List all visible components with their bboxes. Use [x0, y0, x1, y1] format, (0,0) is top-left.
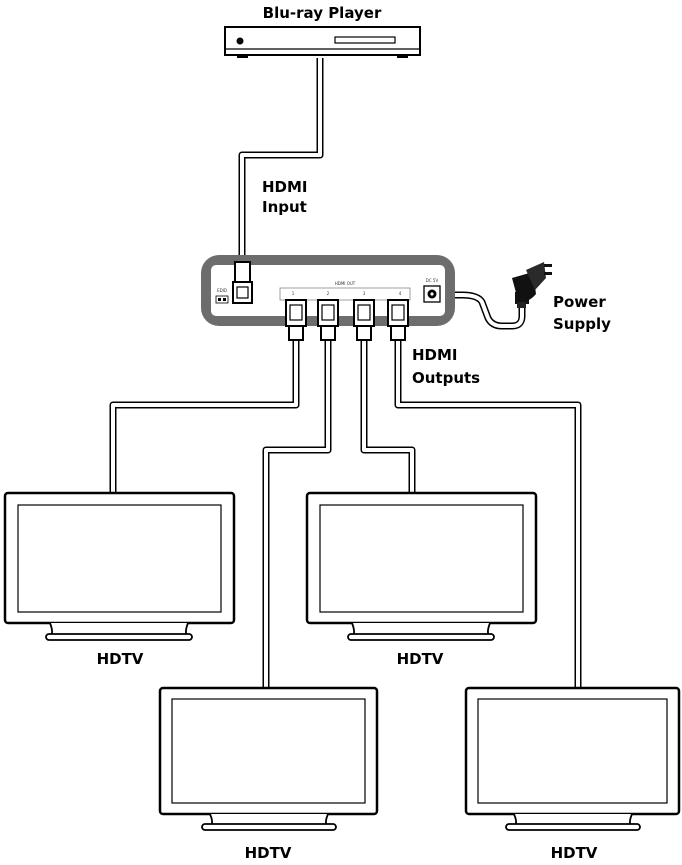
hdtv-1: [3, 491, 236, 641]
power-cable: [440, 291, 526, 330]
service-label: EDID: [217, 288, 227, 293]
hdmi-input-cable: [238, 58, 324, 262]
hdmi-plug-icon: [387, 299, 409, 341]
hdtv-3: [305, 491, 538, 641]
hdmi-output-cables: [109, 340, 582, 688]
hdmi-plug-icon: [353, 299, 375, 341]
tv-label-2: HDTV: [245, 844, 292, 862]
power-label-line2: Supply: [553, 315, 611, 333]
hdtv-4: [464, 686, 681, 831]
dip-switch-icon: [215, 295, 229, 304]
port-number-2: 2: [327, 291, 330, 296]
tv-label-1: HDTV: [97, 650, 144, 668]
port-number-3: 3: [363, 291, 366, 296]
hdmi-splitter: HDMI OUT 1 2 3 4 DC 5V EDID: [201, 255, 455, 326]
port-number-4: 4: [399, 291, 402, 296]
tv-label-3: HDTV: [397, 650, 444, 668]
input-label-line1: HDMI: [262, 178, 308, 196]
source-label: Blu-ray Player: [263, 4, 382, 22]
power-adapter-icon: [512, 262, 552, 308]
input-label-line2: Input: [262, 198, 307, 216]
outputs-label-line1: HDMI: [412, 346, 458, 364]
hdtv-2: [158, 686, 379, 831]
port-number-1: 1: [292, 291, 295, 296]
hdmi-plug-icon: [285, 299, 307, 341]
dc-jack-icon: [423, 285, 441, 303]
power-led-icon: [236, 37, 244, 45]
hdmi-plug-icon: [317, 299, 339, 341]
hdmi-output-plugs: [285, 299, 409, 341]
hdmi-out-label: HDMI OUT: [335, 281, 356, 286]
hdmi-input-plug-icon: [232, 261, 253, 304]
outputs-label-line2: Outputs: [412, 369, 480, 387]
tv-label-4: HDTV: [551, 844, 598, 862]
dc-label: DC 5V: [426, 278, 439, 283]
power-label-line1: Power: [553, 293, 606, 311]
bluray-player: [224, 26, 421, 58]
disc-tray-icon: [334, 36, 396, 44]
